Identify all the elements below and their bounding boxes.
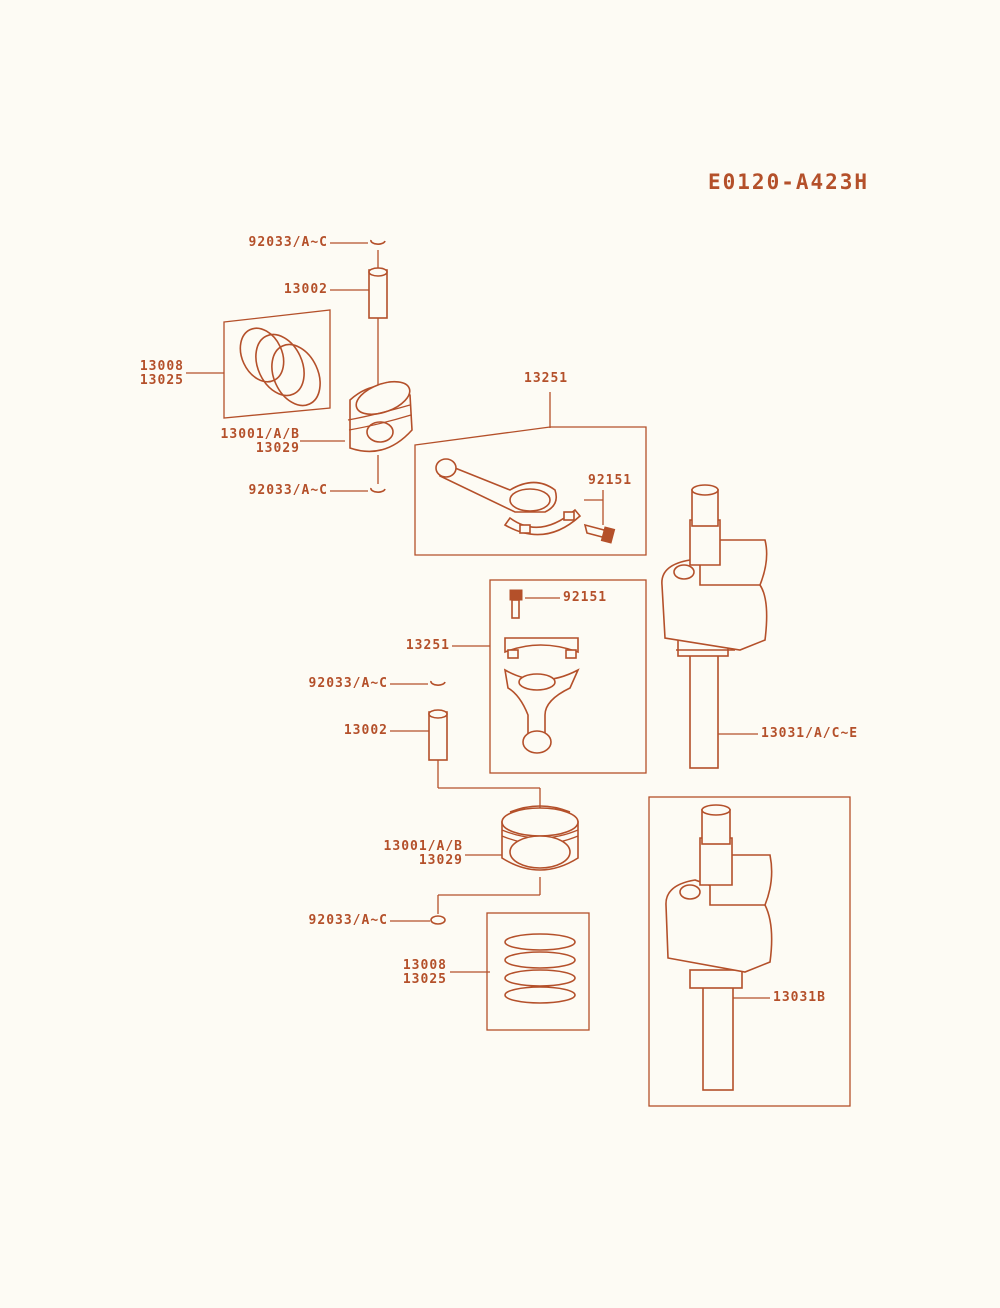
callout-piston-2a: 13001/A/B [383, 839, 463, 854]
conrod-box-upper [414, 426, 647, 556]
callout-crankshaft-2: 13031B [773, 990, 826, 1005]
callout-piston-pin-1: 13002 [283, 282, 328, 297]
piston-rings-lower [504, 933, 576, 1004]
leader-lines-upper [186, 242, 379, 492]
crankshaft-box [648, 796, 851, 1107]
circlip-lower-top [430, 680, 446, 686]
callout-piston-rings-2a: 13008 [402, 958, 447, 973]
circlip-upper-bottom [370, 487, 386, 493]
piston-rings-upper [239, 327, 321, 407]
diagram-code: E0120-A423H [708, 170, 870, 194]
crankshaft-upper [661, 484, 768, 769]
piston-upper [347, 380, 413, 453]
callout-circlip-bottom-1: 92033/A~C [248, 483, 328, 498]
callout-bolt-1: 92151 [588, 473, 633, 488]
piston-pin-upper [368, 267, 388, 319]
callout-piston-rings-2b: 13025 [402, 972, 447, 987]
callout-piston-rings-1b: 13025 [139, 373, 184, 388]
piston-lower [501, 805, 579, 871]
callout-circlip-bottom-2: 92033/A~C [308, 913, 388, 928]
callout-piston-2b: 13029 [418, 853, 463, 868]
callout-piston-1b: 13029 [255, 441, 300, 456]
circlip-upper-top [370, 239, 386, 245]
callout-conrod-1: 13251 [524, 371, 569, 386]
callout-crankshaft-1: 13031/A/C~E [761, 726, 859, 741]
piston-pin-lower [428, 709, 448, 761]
callout-circlip-top-1: 92033/A~C [248, 235, 328, 250]
rings-box-upper [223, 309, 331, 419]
conrod-box-lower [489, 579, 647, 774]
callout-conrod-2: 13251 [405, 638, 450, 653]
callout-piston-pin-2: 13002 [343, 723, 388, 738]
callout-piston-1a: 13001/A/B [220, 427, 300, 442]
crankshaft-lower [665, 804, 773, 1091]
rings-box-lower [486, 912, 590, 1031]
callout-circlip-top-2: 92033/A~C [308, 676, 388, 691]
callout-bolt-2: 92151 [563, 590, 608, 605]
leader-lines-lower [390, 683, 541, 973]
conrod-lower [503, 589, 580, 754]
callout-piston-rings-1a: 13008 [139, 359, 184, 374]
circlip-lower-bottom [430, 915, 446, 925]
conrod-upper [435, 458, 616, 544]
